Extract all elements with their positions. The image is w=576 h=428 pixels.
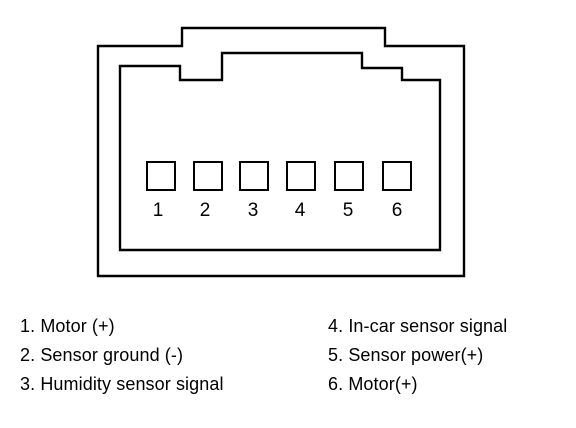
pin-number-6: 6 [392, 200, 403, 221]
legend-item-pin-2: 2. Sensor ground (-) [20, 345, 184, 365]
connector-housing-outer [96, 26, 466, 278]
pin-terminal-3 [239, 161, 269, 191]
pin-terminal-6 [382, 161, 412, 191]
pin-terminal-4 [286, 161, 316, 191]
pin-terminal-1 [146, 161, 176, 191]
legend-item-pin-3: 3. Humidity sensor signal [20, 374, 224, 394]
pin-number-4: 4 [295, 200, 306, 221]
legend-item-pin-1: 1. Motor (+) [20, 316, 115, 336]
connector-housing-inner [118, 51, 442, 252]
pin-number-1: 1 [153, 200, 164, 221]
pin-number-3: 3 [248, 200, 259, 221]
legend-item-pin-5: 5. Sensor power(+) [328, 345, 484, 365]
pin-number-2: 2 [200, 200, 211, 221]
legend-item-pin-4: 4. In-car sensor signal [328, 316, 508, 336]
pin-number-5: 5 [343, 200, 354, 221]
pin-legend: 1. Motor (+) 2. Sensor ground (-) 3. Hum… [0, 312, 576, 422]
pin-legend-right-column: 4. In-car sensor signal 5. Sensor power(… [328, 312, 507, 399]
connector-diagram: 1 2 3 4 5 6 [96, 26, 466, 278]
legend-item-pin-6: 6. Motor(+) [328, 374, 418, 394]
pin-legend-left-column: 1. Motor (+) 2. Sensor ground (-) 3. Hum… [20, 312, 224, 399]
pin-terminal-5 [334, 161, 364, 191]
pin-terminal-2 [193, 161, 223, 191]
